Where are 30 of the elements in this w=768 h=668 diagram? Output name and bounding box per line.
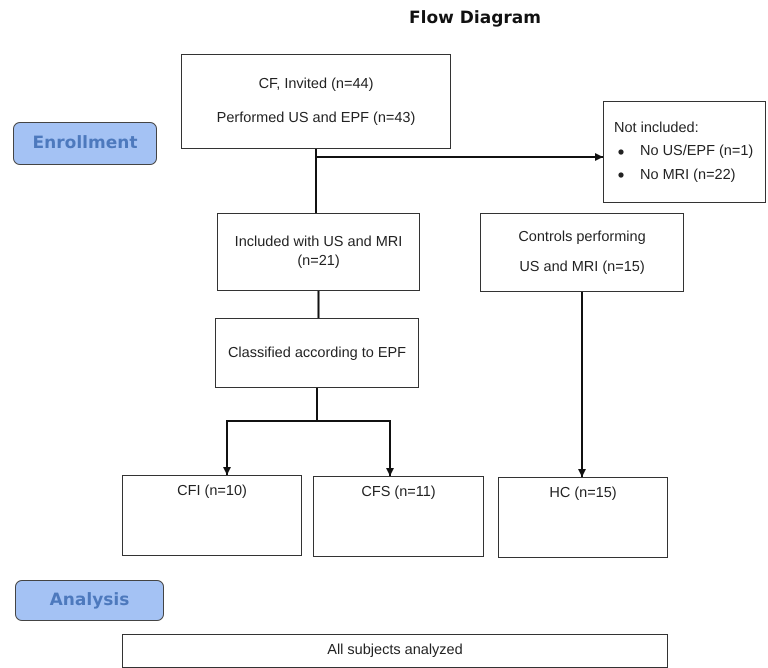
box-text: All subjects analyzed: [327, 641, 463, 660]
box-text: CFI (n=10): [177, 482, 247, 501]
analysis-box: [122, 634, 668, 668]
enrollment-label: [13, 122, 157, 165]
bullet-item: No US/EPF (n=1): [640, 142, 754, 162]
process-box: [181, 54, 451, 149]
box-text: Controls performing: [518, 228, 646, 248]
process-box: [217, 213, 420, 291]
box-text: CFS (n=11): [361, 483, 436, 502]
group-box: [122, 475, 302, 556]
exclusion-box: [603, 101, 766, 203]
group-box: [313, 476, 484, 557]
box-text: HC (n=15): [549, 484, 617, 503]
arrow: [316, 388, 394, 476]
box-text: Not included:: [614, 119, 699, 138]
section-label-text: Analysis: [50, 589, 130, 612]
box-text: Included with US and MRI (n=21): [234, 233, 404, 271]
group-box: [498, 477, 668, 558]
box-text: Classified according to EPF: [228, 344, 406, 362]
bullet-item: No MRI (n=22): [640, 166, 736, 185]
process-box: [215, 318, 419, 388]
box-text: US and MRI (n=15): [519, 258, 645, 277]
connector-line: [318, 291, 320, 318]
box-text: Performed US and EPF (n=43): [216, 109, 416, 128]
section-label-text: Enrollment: [32, 132, 138, 155]
arrow: [578, 292, 586, 477]
diagram-title: Flow Diagram: [408, 8, 542, 28]
box-text: CF, Invited (n=44): [258, 74, 374, 94]
process-box: [480, 213, 684, 292]
analysis-label: [15, 580, 164, 621]
